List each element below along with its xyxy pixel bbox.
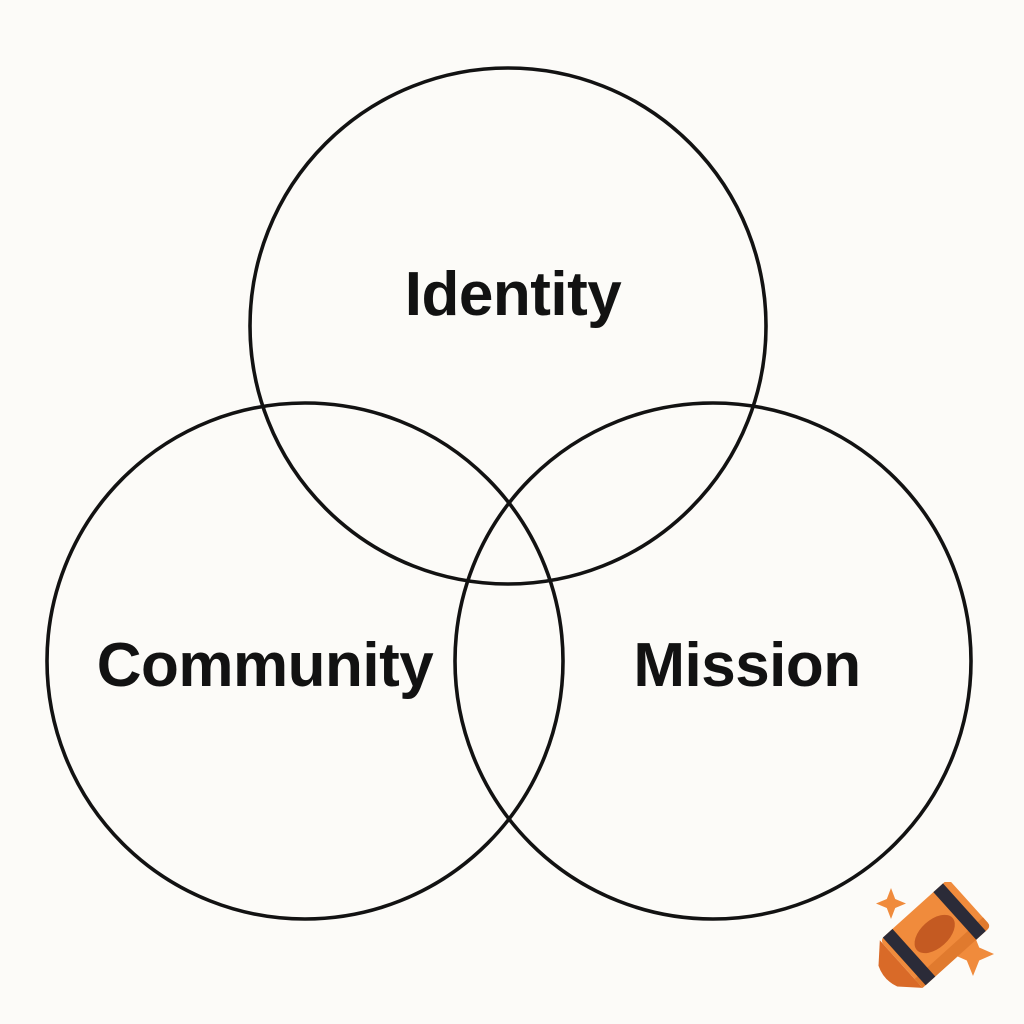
venn-label-mission: Mission: [633, 631, 861, 700]
crayon-badge: [866, 882, 1008, 994]
sparkle-icon: [876, 888, 906, 919]
venn-label-identity: Identity: [404, 260, 622, 329]
venn-circle-mission[interactable]: [453, 401, 973, 921]
sparkle-icon: [952, 932, 994, 976]
venn-circle-community[interactable]: [45, 401, 565, 921]
crayon-barrel-shade: [914, 917, 990, 988]
venn-circle-identity[interactable]: [248, 66, 768, 586]
crayon-band: [933, 883, 986, 940]
crayon-band: [882, 928, 936, 986]
crayon-tip: [878, 940, 923, 988]
venn-label-community: Community: [96, 631, 434, 700]
crayon-icon: [876, 882, 994, 988]
crayon-label-oval: [914, 914, 955, 954]
crayon-body-group: [878, 882, 990, 988]
